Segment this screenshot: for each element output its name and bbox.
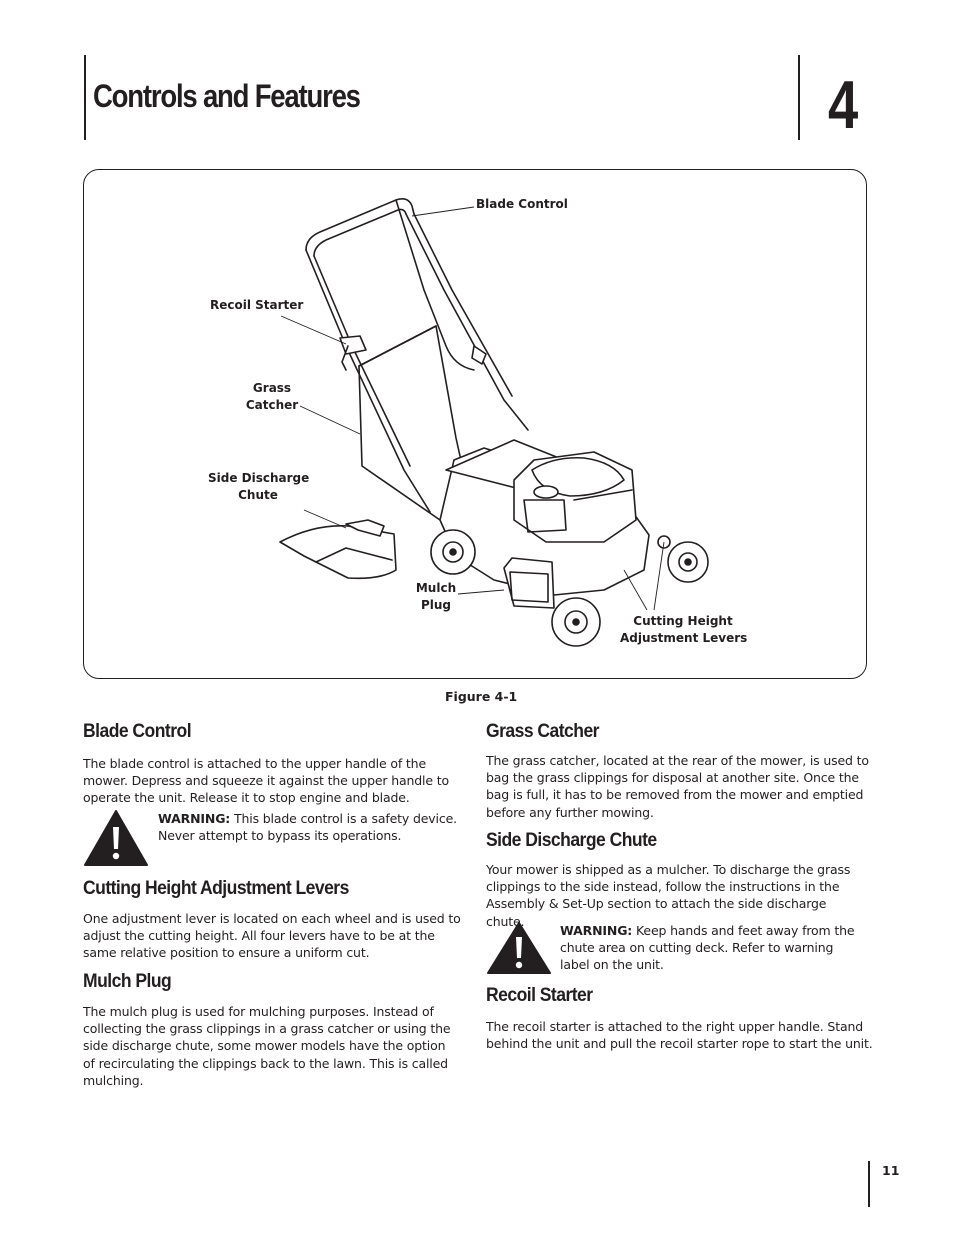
heading-cutting-height: Cutting Height Adjustment Levers	[83, 877, 349, 899]
section-side-discharge: Side Discharge Chute Your mower is shipp…	[486, 829, 858, 930]
page-title: Controls and Features	[93, 78, 361, 114]
body-grass-catcher: The grass catcher, located at the rear o…	[486, 753, 869, 820]
chapter-rule	[798, 55, 800, 140]
callout-blade-control: Blade Control	[476, 197, 568, 211]
body-blade-control: The blade control is attached to the upp…	[83, 756, 449, 806]
mower-illustration	[279, 198, 709, 647]
callout-cutting-height-line1: Cutting Height	[633, 614, 733, 628]
callout-recoil-starter: Recoil Starter	[210, 298, 304, 312]
body-cutting-height: One adjustment lever is located on each …	[83, 911, 461, 961]
left-column: Blade Control The blade control is attac…	[83, 720, 465, 807]
page-number: 11	[882, 1163, 900, 1178]
warning-label: WARNING:	[560, 923, 633, 938]
title-rule	[84, 55, 86, 140]
figure-caption: Figure 4-1	[445, 689, 518, 704]
callout-mulch-plug-line1: Mulch	[415, 581, 457, 595]
callout-grass-catcher-line1: Grass	[252, 381, 292, 395]
warning-message: This blade control is a safety device. N…	[158, 811, 457, 844]
heading-blade-control: Blade Control	[83, 720, 192, 742]
warning-label: WARNING:	[158, 811, 231, 826]
callout-cutting-height-line2: Adjustment Levers	[620, 631, 748, 645]
callout-side-discharge-line1: Side Discharge	[208, 471, 310, 485]
warning-blade-control: WARNING: This blade control is a safety …	[83, 809, 465, 869]
chapter-number: 4	[828, 67, 859, 143]
heading-recoil-starter: Recoil Starter	[486, 984, 593, 1006]
warning-icon	[487, 922, 551, 974]
warning-message: Keep hands and feet away from the chute …	[560, 923, 855, 973]
warning-text-side-discharge: WARNING: Keep hands and feet away from t…	[560, 922, 860, 974]
callout-side-discharge-chute: Side Discharge Chute	[208, 470, 310, 504]
callout-mulch-plug: Mulch Plug	[414, 580, 458, 614]
body-recoil-starter: The recoil starter is attached to the ri…	[486, 1019, 873, 1052]
warning-icon	[84, 810, 148, 866]
heading-grass-catcher: Grass Catcher	[486, 720, 600, 742]
section-mulch-plug: Mulch Plug The mulch plug is used for mu…	[83, 970, 453, 1089]
figure-box: Blade Control Recoil Starter Grass Catch…	[83, 169, 867, 679]
warning-text-blade-control: WARNING: This blade control is a safety …	[158, 810, 468, 844]
heading-side-discharge: Side Discharge Chute	[486, 829, 657, 851]
callout-cutting-height-levers: Cutting Height Adjustment Levers	[620, 613, 748, 647]
section-recoil-starter: Recoil Starter The recoil starter is att…	[486, 984, 874, 1052]
section-cutting-height: Cutting Height Adjustment Levers One adj…	[83, 877, 465, 962]
page-number-rule	[868, 1161, 870, 1207]
heading-mulch-plug: Mulch Plug	[83, 970, 172, 992]
body-side-discharge: Your mower is shipped as a mulcher. To d…	[486, 862, 851, 929]
callout-grass-catcher-line2: Catcher	[245, 398, 299, 412]
warning-side-discharge: WARNING: Keep hands and feet away from t…	[486, 921, 868, 981]
section-grass-catcher: Grass Catcher The grass catcher, located…	[486, 720, 874, 821]
body-mulch-plug: The mulch plug is used for mulching purp…	[83, 1004, 451, 1088]
callout-side-discharge-line2: Chute	[238, 488, 278, 502]
callout-mulch-plug-line2: Plug	[420, 598, 452, 612]
callout-grass-catcher: Grass Catcher	[244, 380, 300, 414]
